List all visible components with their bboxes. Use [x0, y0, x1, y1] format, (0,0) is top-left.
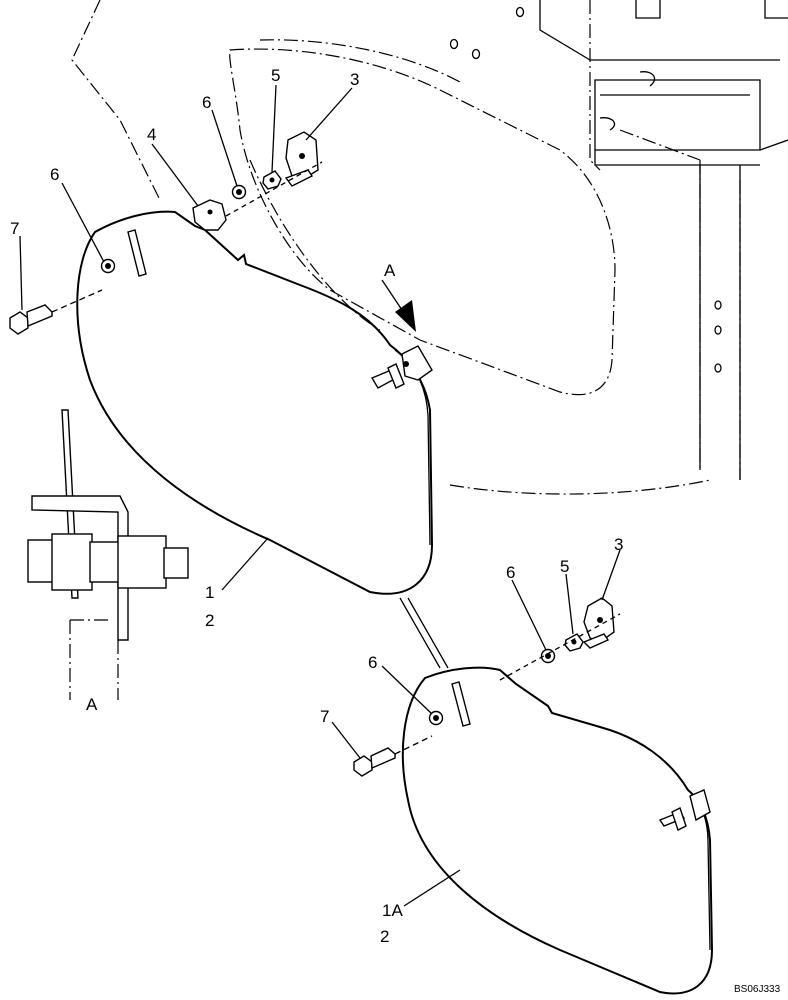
bolt-upper [9, 289, 103, 335]
label-item-6-lower-b: 6 [368, 653, 377, 672]
label-item-6-upper-b: 6 [202, 93, 211, 112]
label-item-7-upper: 7 [10, 219, 19, 238]
plate-upper [192, 199, 227, 231]
label-item-6-lower-a: 6 [506, 563, 515, 582]
connector-lines [399, 597, 449, 669]
label-item-7-lower: 7 [320, 707, 329, 726]
label-item-5-upper: 5 [271, 66, 280, 85]
machine-frame-phantom [71, 0, 741, 495]
label-item-1: 1 [205, 583, 214, 602]
label-item-3-lower: 3 [614, 535, 623, 554]
label-item-6-upper-a: 6 [50, 165, 59, 184]
label-item-5-lower: 5 [560, 557, 569, 576]
lower-cover [401, 666, 714, 995]
label-item-3-upper: 3 [350, 70, 359, 89]
callout-labels: 6 4 6 5 3 7 A A 1 2 6 5 3 6 7 1A 2 BS06J… [10, 66, 781, 995]
label-detail-view: A [86, 695, 98, 714]
detail-view-a [27, 409, 189, 700]
view-arrow [381, 279, 416, 332]
upper-cover [76, 210, 434, 595]
leader-lines [19, 84, 621, 907]
label-item-1a: 1A [382, 901, 403, 920]
drawing-code: BS06J333 [734, 984, 781, 995]
label-view-arrow: A [384, 261, 396, 280]
lower-hardware [353, 597, 621, 777]
label-item-2-lower: 2 [380, 927, 389, 946]
upper-hardware [9, 131, 433, 389]
label-item-4: 4 [147, 125, 156, 144]
label-item-2-upper: 2 [205, 611, 214, 630]
machine-frame [449, 0, 788, 480]
